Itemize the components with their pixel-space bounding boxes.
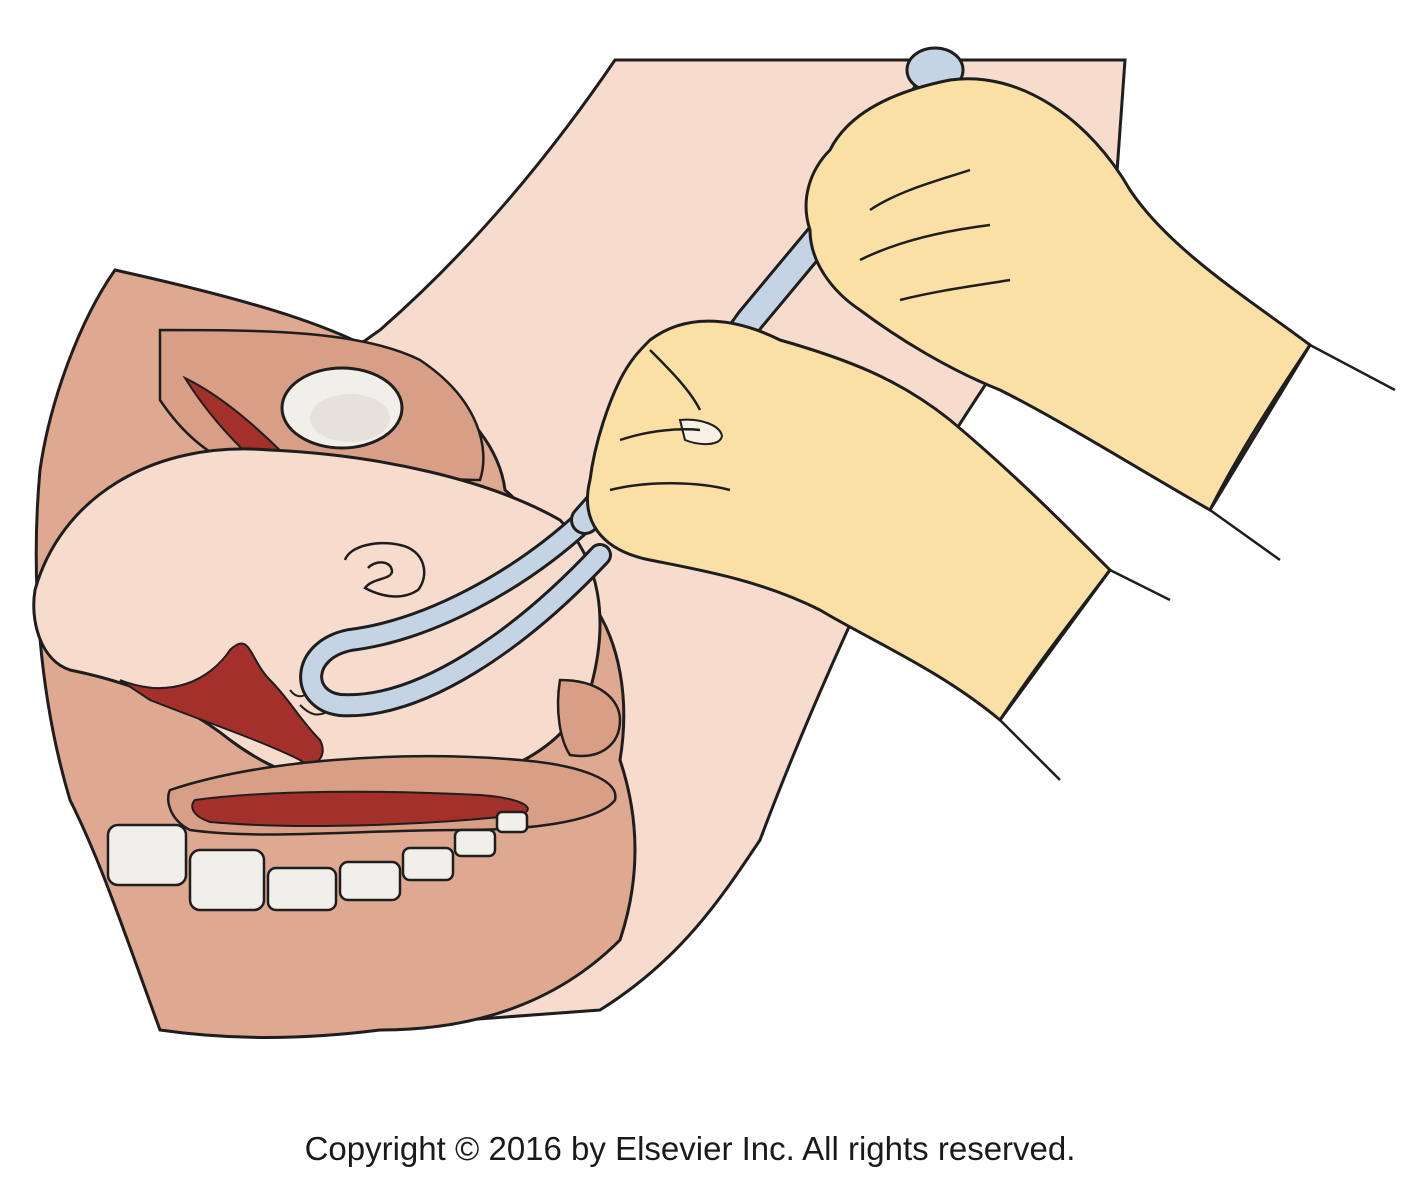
- right-glove-cuff: [1208, 344, 1312, 511]
- extractor-cup-loop-fill: [302, 511, 609, 715]
- spine: [106, 810, 529, 912]
- vacuum-extraction-illustration: [32, 46, 1396, 1039]
- left-glove-cuff: [998, 569, 1112, 721]
- left-gloved-hand: [586, 319, 1171, 781]
- copyright-caption: Copyright © 2016 by Elsevier Inc. All ri…: [304, 1130, 1076, 1167]
- right-gloved-hand: [804, 77, 1396, 562]
- vertebra: [401, 846, 455, 882]
- vertebra: [495, 810, 529, 834]
- perineum: [556, 678, 622, 758]
- vertebra: [106, 823, 188, 887]
- left-finger-lines: [609, 349, 731, 492]
- fetal-ear: [343, 541, 426, 598]
- pubic-bone-shade: [310, 394, 390, 442]
- vertebra: [188, 848, 266, 912]
- vaginal-blood: [119, 642, 324, 765]
- left-glove: [586, 319, 1112, 723]
- vertebra: [338, 860, 402, 902]
- right-glove: [804, 77, 1312, 513]
- vertebra: [266, 866, 338, 912]
- right-sleeve: [1209, 343, 1396, 562]
- vertebra: [453, 828, 497, 858]
- left-sleeve: [999, 568, 1171, 781]
- left-thumbnail: [678, 418, 724, 446]
- right-finger-lines: [859, 168, 1011, 302]
